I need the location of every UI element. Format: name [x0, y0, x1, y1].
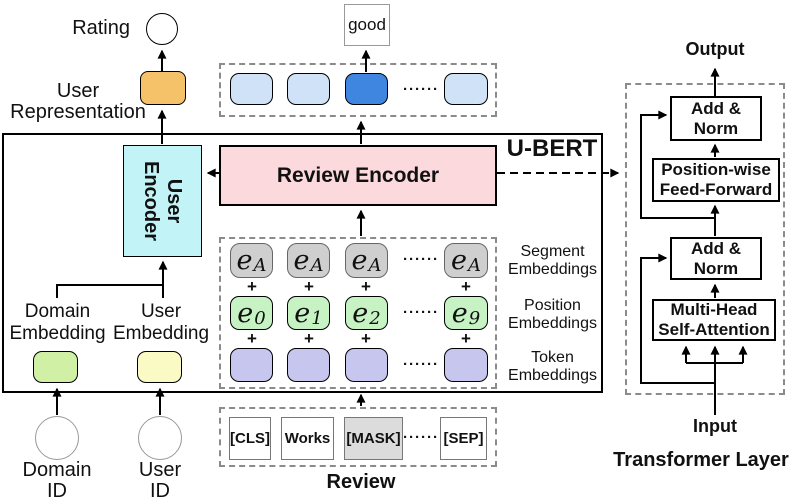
ellipsis: ······: [403, 429, 439, 446]
user-representation-label: User Representation: [10, 80, 146, 123]
predicted-token-box: good: [344, 4, 390, 46]
token-embeddings-label: Token Embeddings: [508, 349, 597, 384]
review-tokens-container: [219, 407, 497, 467]
domain-embedding-box: [33, 351, 78, 383]
add-norm-bottom-box: Add &Norm: [670, 237, 762, 280]
transformer-layer-label: Transformer Layer: [613, 449, 789, 471]
domain-id-label: Domain ID: [22, 459, 92, 501]
user-embedding-box: [137, 351, 182, 383]
review-encoder-label: Review Encoder: [276, 163, 440, 187]
plus-sign: +: [247, 329, 257, 348]
token-embedding-box: [230, 348, 273, 382]
rating-label: Rating: [72, 17, 130, 39]
user-encoder-label: User Encoder: [140, 160, 185, 242]
user-representation-box: [140, 71, 186, 105]
plus-sign: +: [304, 329, 314, 348]
ellipsis: ······: [403, 81, 439, 98]
plus-sign: +: [247, 277, 257, 296]
user-encoder-box: [123, 145, 202, 257]
review-token-mask: [MASK]: [344, 417, 403, 460]
ubert-title: U-BERT: [506, 135, 598, 162]
plus-sign: +: [361, 329, 371, 348]
plus-sign: +: [304, 277, 314, 296]
token-embedding-box: [287, 348, 330, 382]
ellipsis: ······: [403, 356, 439, 373]
review-encoder-box: Review Encoder: [219, 145, 497, 206]
hidden-states-container: [219, 63, 497, 117]
hidden-state-box: [444, 73, 488, 105]
segment-embeddings-label: Segment Embeddings: [508, 243, 597, 278]
domain-id-circle: [35, 416, 79, 460]
review-token-works: Works: [281, 417, 334, 460]
plus-sign: +: [461, 329, 471, 348]
ellipsis: ······: [403, 251, 439, 268]
position-embeddings-label: Position Embeddings: [508, 297, 597, 332]
rating-node-circle: [146, 13, 178, 45]
review-label: Review: [326, 471, 396, 493]
plus-sign: +: [461, 277, 471, 296]
hidden-state-box: [230, 73, 273, 105]
hidden-state-box-masked: [345, 73, 388, 105]
input-label: Input: [693, 416, 737, 436]
embeddings-container: [219, 237, 497, 389]
token-embedding-box: [345, 348, 388, 382]
ubert-outer-box: [2, 133, 603, 393]
review-token-sep: [SEP]: [440, 417, 487, 460]
user-embedding-label: User Embedding: [112, 301, 210, 344]
user-id-circle: [138, 416, 182, 460]
ellipsis: ······: [403, 304, 439, 321]
domain-embedding-label: Domain Embedding: [9, 301, 106, 344]
user-id-label: User ID: [138, 459, 182, 501]
review-token-cls: [CLS]: [229, 417, 271, 460]
output-label: Output: [685, 39, 745, 59]
add-norm-top-box: Add &Norm: [670, 96, 762, 141]
hidden-state-box: [287, 73, 330, 105]
plus-sign: +: [361, 277, 371, 296]
predicted-token-label: good: [348, 15, 386, 34]
token-embedding-box: [444, 348, 488, 382]
